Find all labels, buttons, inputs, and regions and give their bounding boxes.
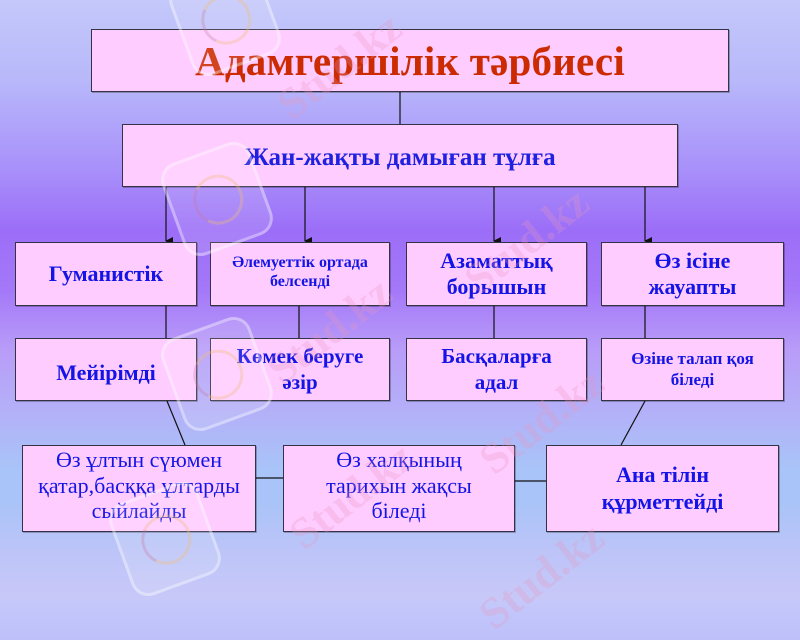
central-concept-box: Жан-жақты дамыған тұлға bbox=[122, 124, 678, 187]
node-gumanistik: Гуманистік bbox=[15, 242, 197, 306]
node-oz-ultyn-suyumen: Өз ұлтын сүюмен қатар,басққа ұлтарды сый… bbox=[22, 445, 256, 532]
connector-lines bbox=[165, 92, 652, 482]
node-azamattyk-boryshyn: Азаматтық борышын bbox=[406, 242, 587, 306]
node-oz-halkynyn-tarihyn: Өз халқының тарихын жақсы біледі bbox=[283, 445, 515, 532]
node-ana-tilin-kurmetteydi: Ана тілін құрметтейді bbox=[546, 445, 779, 532]
node-oz-isine-zhauapty: Өз ісіне жауапты bbox=[601, 242, 784, 306]
node-ozine-talap-koya-biledi: Өзіне талап қоя біледі bbox=[601, 338, 784, 401]
node-alemuettik-ortada-belsendi: Әлемуеттік ортада белсенді bbox=[210, 242, 390, 306]
node-komek-beruge-azir: Көмек беруге әзір bbox=[210, 338, 390, 401]
node-baskalarga-adal: Басқаларға адал bbox=[406, 338, 587, 401]
diagram-title-text: Адамгершілік тәрбиесі bbox=[195, 37, 625, 84]
node-meyirimdi: Мейірімді bbox=[15, 338, 197, 401]
diagram-title: Адамгершілік тәрбиесі bbox=[91, 29, 729, 92]
central-concept-text: Жан-жақты дамыған тұлға bbox=[244, 143, 556, 171]
